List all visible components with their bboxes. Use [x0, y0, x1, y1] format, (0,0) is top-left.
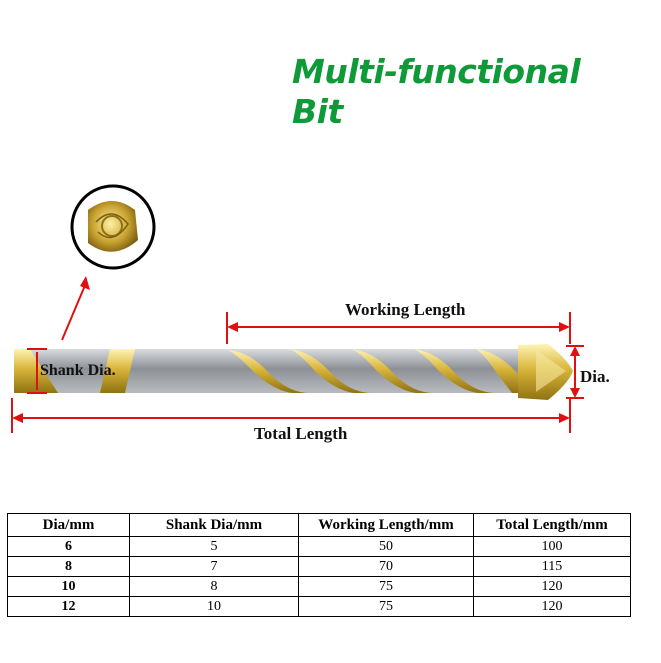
table-row: 8 7 70 115: [7, 556, 631, 577]
cell-working-length: 75: [298, 576, 474, 597]
cell-dia: 8: [7, 556, 130, 577]
table-row: 6 5 50 100: [7, 536, 631, 557]
title-line-1: Multi-functional: [292, 52, 581, 91]
header-shank-dia: Shank Dia/mm: [129, 513, 299, 537]
drill-bit-diagram: [11, 184, 584, 433]
cell-working-length: 75: [298, 596, 474, 617]
header-working-length: Working Length/mm: [298, 513, 474, 537]
cell-dia: 12: [7, 596, 130, 617]
product-title: Multi-functional Bit: [292, 52, 581, 132]
cell-working-length: 70: [298, 556, 474, 577]
cell-total-length: 100: [473, 536, 631, 557]
shank-dia-dimension: [27, 348, 47, 394]
cell-shank-dia: 7: [129, 556, 299, 577]
cell-working-length: 50: [298, 536, 474, 557]
working-length-label: Working Length: [345, 300, 466, 319]
cell-total-length: 120: [473, 596, 631, 617]
cell-dia: 10: [7, 576, 130, 597]
shank-dia-label: Shank Dia.: [40, 362, 116, 379]
total-length-label: Total Length: [254, 424, 348, 443]
tip-closeup: [70, 184, 156, 270]
cell-shank-dia: 10: [129, 596, 299, 617]
dia-dimension: [566, 345, 584, 399]
header-total-length: Total Length/mm: [473, 513, 631, 537]
cell-shank-dia: 8: [129, 576, 299, 597]
header-dia: Dia/mm: [7, 513, 130, 537]
spec-table: Dia/mm Shank Dia/mm Working Length/mm To…: [7, 513, 631, 617]
title-line-2: Bit: [292, 92, 343, 131]
total-length-dimension: [11, 398, 571, 433]
table-row: 10 8 75 120: [7, 576, 631, 597]
cell-total-length: 115: [473, 556, 631, 577]
table-row: 12 10 75 120: [7, 596, 631, 617]
closeup-pointer-line: [61, 282, 87, 341]
closeup-pointer-arrow: [80, 276, 90, 290]
cell-dia: 6: [7, 536, 130, 557]
cell-shank-dia: 5: [129, 536, 299, 557]
table-header-row: Dia/mm Shank Dia/mm Working Length/mm To…: [7, 513, 631, 537]
drill-bit: [14, 344, 573, 400]
dia-label: Dia.: [580, 367, 610, 386]
working-length-dimension: [226, 312, 571, 344]
cell-total-length: 120: [473, 576, 631, 597]
